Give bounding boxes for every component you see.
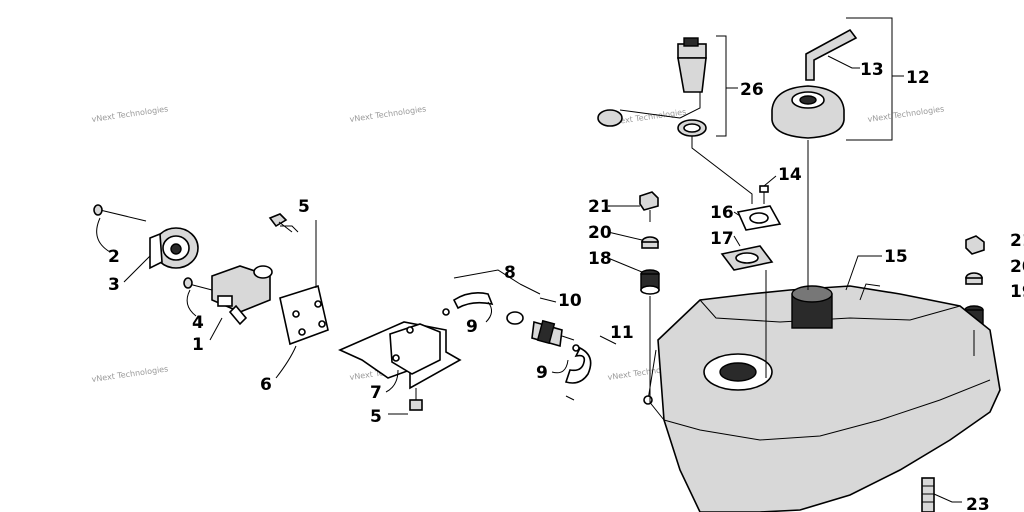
fuel-cap-part-12 [771, 85, 845, 139]
watermark: vNext Technologies [91, 104, 169, 124]
watermark: vNext Technologies [91, 364, 169, 384]
callout-21-left: 21 [588, 197, 612, 217]
callout-6: 6 [260, 375, 272, 395]
callout-9-lower: 9 [536, 363, 548, 383]
callout-8: 8 [504, 263, 516, 283]
callout-12: 12 [906, 68, 930, 88]
valve-body-part-1 [211, 265, 273, 326]
callout-19: 19 [1010, 282, 1024, 302]
fuel-pump-seal-part [677, 119, 707, 137]
hose-part-9-upper [442, 292, 494, 316]
bolt-part-5-lower [409, 388, 423, 411]
leader-lines [96, 17, 975, 503]
callout-3: 3 [108, 275, 120, 295]
fuel-tank-part-15 [643, 283, 1001, 512]
washer-part-20 [641, 236, 659, 249]
callout-11: 11 [610, 323, 634, 343]
mount-bracket-part-7 [338, 321, 462, 390]
bracket-part-6 [279, 284, 329, 346]
callout-5-upper: 5 [298, 197, 310, 217]
bolt-part-5-upper [268, 213, 293, 233]
callout-15: 15 [884, 247, 908, 267]
screw-part-14 [759, 185, 769, 204]
fuel-pump-part-26 [597, 37, 707, 127]
callout-7: 7 [370, 383, 382, 403]
watermark: vNext Technologies [867, 104, 945, 124]
screw-part-4 [183, 277, 213, 291]
watermark: vNext Technologies [349, 104, 427, 124]
fuel-filter-part-10 [531, 319, 575, 348]
callout-1: 1 [192, 335, 204, 355]
gasket-part-17 [720, 245, 774, 271]
callout-20-right: 20 [1010, 257, 1024, 277]
callout-labels: 1 2 3 4 5 5 6 7 8 9 9 10 11 12 13 14 15 … [108, 60, 1024, 512]
callout-10: 10 [558, 291, 582, 311]
bolt-part-21-right [965, 235, 985, 255]
callout-16: 16 [710, 203, 734, 223]
callout-17: 17 [710, 229, 734, 249]
callout-14: 14 [778, 165, 802, 185]
callout-4: 4 [192, 313, 204, 333]
callout-21-right: 21 [1010, 231, 1024, 251]
callout-23: 23 [966, 495, 990, 512]
callout-26: 26 [740, 80, 764, 100]
callout-5-lower: 5 [370, 407, 382, 427]
screw-part-2 [93, 204, 147, 222]
hose-part-11 [564, 344, 592, 401]
diaphragm-part-3 [149, 227, 199, 270]
grommet-part-18 [640, 269, 660, 295]
callout-2: 2 [108, 247, 120, 267]
callout-9-upper: 9 [466, 317, 478, 337]
stud-part-23 [921, 477, 935, 512]
plate-part-16 [736, 205, 782, 231]
bolt-part-21 [639, 191, 659, 222]
vent-hose-part-13 [805, 28, 858, 81]
callout-18: 18 [588, 249, 612, 269]
callout-13: 13 [860, 60, 884, 80]
hose-clamp-part-9 [506, 311, 524, 325]
washer-part-20-right [965, 272, 983, 285]
callout-20-left: 20 [588, 223, 612, 243]
